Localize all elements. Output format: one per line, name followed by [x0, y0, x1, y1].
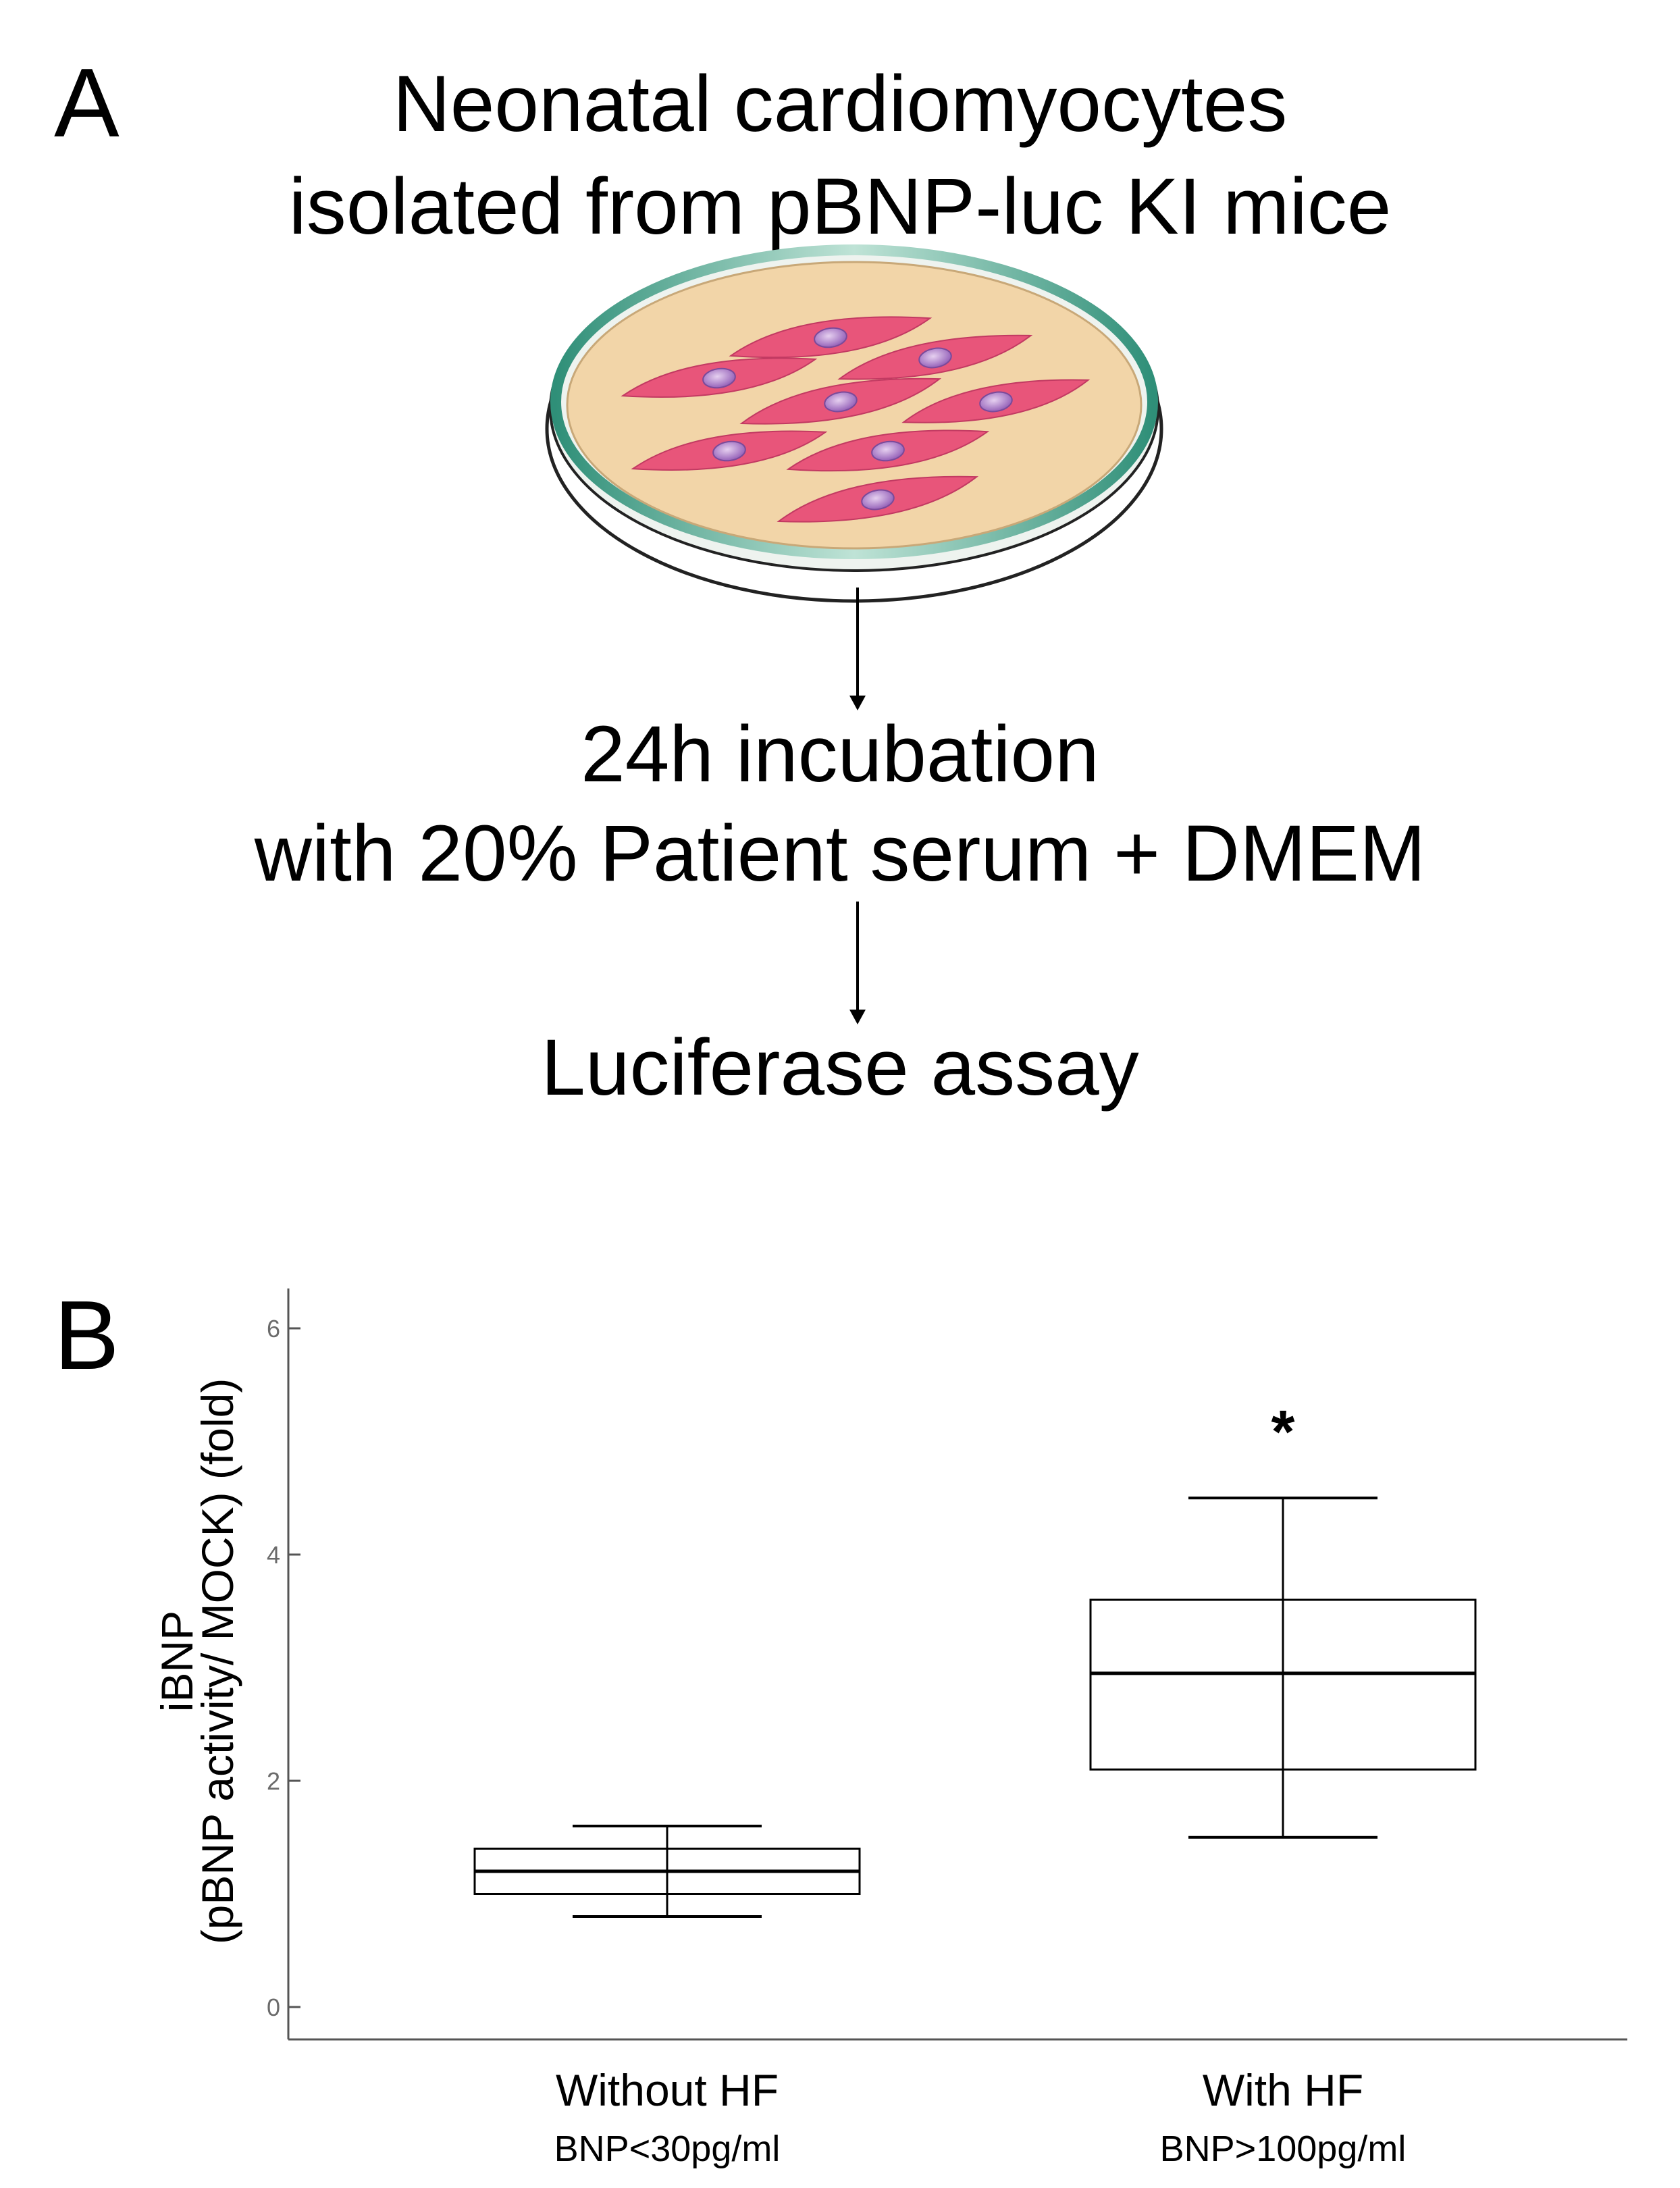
box-with-hf — [1089, 1496, 1477, 1839]
cell-nucleus — [814, 327, 847, 348]
x-category-label: Without HF — [556, 2065, 779, 2115]
cell-nucleus — [918, 347, 952, 369]
cell-nucleus — [979, 391, 1013, 413]
flow-arrow-1 — [849, 588, 866, 710]
flow-arrow-2 — [849, 902, 866, 1024]
x-category-labels: Without HF BNP<30pg/ml With HF BNP>100pg/ml — [554, 2065, 1407, 2169]
cardiomyocyte-cell — [631, 430, 828, 471]
panel-a-label: A — [54, 48, 120, 157]
cardiomyocyte-cells — [621, 316, 1091, 523]
cardiomyocyte-cell — [786, 429, 990, 472]
boxes — [473, 1496, 1477, 1918]
y-tick-label: 0 — [267, 1994, 280, 2021]
cardiomyocyte-cell — [621, 357, 818, 398]
cell-nucleus — [712, 440, 746, 462]
cardiomyocyte-cell — [777, 475, 979, 523]
x-category-label: With HF — [1203, 2065, 1363, 2115]
cardiomyocyte-cell — [837, 334, 1033, 380]
panel-b-label: B — [54, 1280, 120, 1390]
y-ticks: 0 2 4 6 — [267, 1315, 300, 2021]
panel-a-title-line2: isolated from pBNP-luc KI mice — [288, 162, 1392, 251]
panel-a-title-line1: Neonatal cardiomyocytes — [392, 59, 1288, 149]
cell-nucleus — [861, 489, 895, 511]
x-category-sublabel: BNP<30pg/ml — [554, 2129, 781, 2169]
x-category-sublabel: BNP>100pg/ml — [1160, 2129, 1407, 2169]
step-incubation-line1: 24h incubation — [581, 710, 1099, 799]
step-incubation-line2: with 20% Patient serum + DMEM — [254, 809, 1426, 898]
cell-nucleus — [702, 367, 736, 389]
y-tick-label: 4 — [267, 1541, 280, 1569]
box-without-hf — [473, 1825, 861, 1918]
y-axis-label-line2: (pBNP activity/ MOCK) (fold) — [192, 1378, 242, 1945]
step-luciferase-assay: Luciferase assay — [541, 1023, 1139, 1112]
cell-nucleus — [871, 440, 905, 462]
dish-rim — [550, 244, 1158, 559]
cardiomyocyte-cell — [729, 316, 933, 359]
annotations: * — [1271, 1399, 1294, 1466]
cardiomyocyte-cell — [739, 377, 942, 425]
y-tick-label: 6 — [267, 1315, 280, 1343]
iqr-box — [1089, 1598, 1477, 1771]
cell-nucleus — [824, 391, 858, 413]
cardiomyocyte-cell — [901, 379, 1091, 423]
y-axis-label-line1: iBNP — [152, 1611, 202, 1712]
boxplot-chart: 0 2 4 6 * Without HF BNP<30pg/ml With HF BNP>1… — [152, 1288, 1627, 2169]
petri-dish-illustration — [545, 244, 1163, 603]
y-tick-label: 2 — [267, 1767, 280, 1795]
significance-asterisk: * — [1271, 1399, 1294, 1466]
